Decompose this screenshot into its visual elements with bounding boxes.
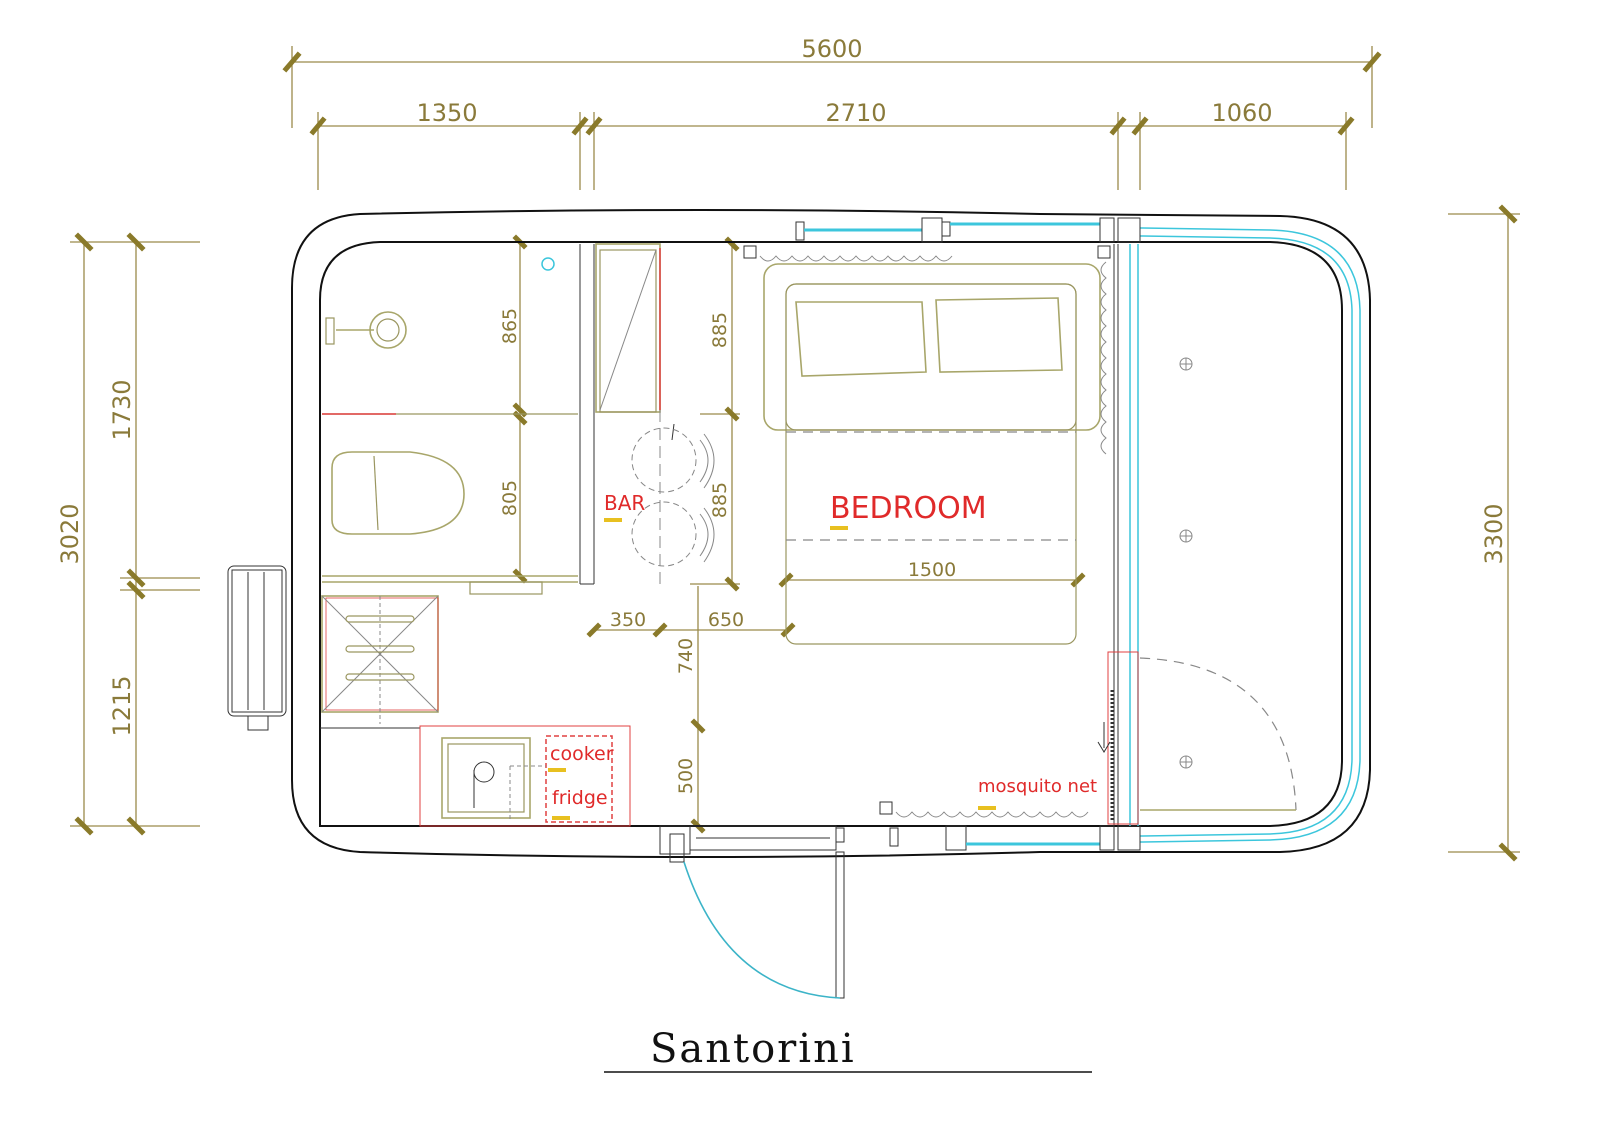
dim-kitchen-gap-a: 740 (675, 638, 697, 674)
dim-width-right: 1060 (1211, 99, 1272, 127)
dim-overall-width: 5600 (801, 35, 862, 63)
bed (763, 263, 1101, 645)
dimension-lines (70, 46, 1520, 862)
dim-kitchen-gap-b: 500 (675, 758, 697, 794)
dim-toilet-depth: 805 (499, 480, 521, 516)
entrance-door (659, 825, 845, 999)
dim-bar-upper: 885 (709, 312, 731, 348)
shower-fixture (325, 257, 555, 349)
bedroom-label: BEDROOM (830, 491, 987, 526)
storage-shelf (321, 595, 439, 724)
toilet-fixture (331, 451, 465, 535)
curtains (743, 245, 1139, 825)
mosquito-net-label: mosquito net (978, 776, 1097, 797)
dim-width-left: 1350 (416, 99, 477, 127)
terrace-door (1139, 357, 1297, 811)
dim-height-left-total: 3020 (56, 503, 84, 564)
dim-shower-depth: 865 (499, 308, 521, 344)
glass-wall (795, 217, 1361, 851)
dim-width-middle: 2710 (825, 99, 886, 127)
dim-height-right-total: 3300 (1480, 503, 1508, 564)
kitchen-counter (419, 725, 631, 827)
ac-unit (227, 565, 287, 731)
bar-label: BAR (604, 491, 645, 515)
bar-counter (595, 243, 715, 584)
dim-height-left-lower: 1215 (108, 675, 136, 736)
plan-title: Santorini (650, 1026, 856, 1072)
dim-bar-gap-a: 350 (610, 609, 646, 631)
dim-bed-width: 1500 (908, 559, 956, 581)
label-markers (604, 518, 996, 810)
fridge-label: fridge (552, 787, 608, 809)
outer-shell (291, 209, 1371, 858)
dim-bar-lower: 885 (709, 482, 731, 518)
cooker-label: cooker (550, 743, 614, 765)
dim-bar-gap-b: 650 (708, 609, 744, 631)
dim-height-left-upper: 1730 (108, 379, 136, 440)
